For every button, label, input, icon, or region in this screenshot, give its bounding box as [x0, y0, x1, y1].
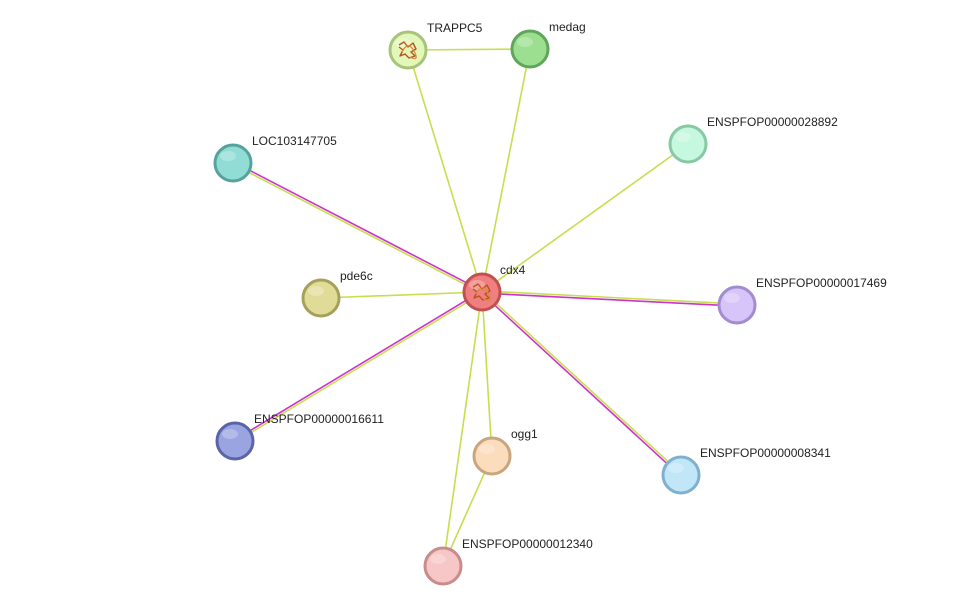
edge-cdx4-ENSPFOP00000017469-experiments[interactable] [481, 292, 737, 307]
node-highlight [479, 444, 495, 454]
node-label-cdx4: cdx4 [500, 263, 526, 277]
node-circle-ENSPFOP00000017469[interactable] [717, 285, 757, 325]
node-label-ENSPFOP00000017469: ENSPFOP00000017469 [756, 276, 887, 290]
node-ENSPFOP00000028892[interactable]: ENSPFOP00000028892 [668, 115, 838, 164]
edge-TRAPPC5-medag-textmining[interactable] [407, 48, 531, 51]
protein-structure-icon [398, 41, 417, 60]
protein-structure-icon [472, 283, 491, 302]
edge-cdx4-ENSPFOP00000016611-textmining[interactable] [235, 292, 483, 443]
node-circle-TRAPPC5[interactable] [388, 30, 428, 70]
node-label-pde6c: pde6c [340, 269, 373, 283]
edge-cdx4-ENSPFOP00000012340-textmining[interactable] [442, 291, 483, 567]
node-circle-ENSPFOP00000028892[interactable] [668, 124, 708, 164]
node-circle-ENSPFOP00000016611[interactable] [215, 421, 255, 461]
edge-cdx4-ENSPFOP00000028892-textmining[interactable] [481, 143, 689, 293]
node-highlight [220, 151, 236, 161]
node-pde6c[interactable]: pde6c [301, 269, 373, 318]
edges-layer [232, 48, 738, 567]
node-highlight [675, 132, 691, 142]
node-highlight [517, 37, 533, 47]
node-cdx4[interactable]: cdx4 [462, 263, 526, 312]
node-label-TRAPPC5: TRAPPC5 [427, 21, 483, 35]
node-TRAPPC5[interactable]: TRAPPC5 [388, 21, 483, 70]
edge-cdx4-ogg1-textmining[interactable] [481, 291, 493, 457]
node-circle-pde6c[interactable] [301, 278, 341, 318]
node-medag[interactable]: medag [510, 20, 586, 69]
node-ENSPFOP00000017469[interactable]: ENSPFOP00000017469 [717, 276, 887, 325]
node-ENSPFOP00000012340[interactable]: ENSPFOP00000012340 [423, 537, 593, 586]
edge-cdx4-LOC103147705-textmining[interactable] [232, 163, 482, 294]
node-highlight [430, 554, 446, 564]
node-label-ENSPFOP00000012340: ENSPFOP00000012340 [462, 537, 593, 551]
node-label-ENSPFOP00000016611: ENSPFOP00000016611 [254, 412, 384, 426]
node-highlight [308, 286, 324, 296]
node-circle-medag[interactable] [510, 29, 550, 69]
edge-cdx4-medag-textmining[interactable] [481, 48, 531, 293]
edge-cdx4-LOC103147705-experiments[interactable] [233, 161, 483, 292]
node-circle-ogg1[interactable] [472, 436, 512, 476]
node-highlight [222, 429, 238, 439]
node-label-LOC103147705: LOC103147705 [252, 134, 337, 148]
node-label-ENSPFOP00000028892: ENSPFOP00000028892 [707, 115, 838, 129]
node-ENSPFOP00000008341[interactable]: ENSPFOP00000008341 [661, 446, 831, 495]
node-highlight [724, 293, 740, 303]
edge-cdx4-TRAPPC5-textmining[interactable] [407, 49, 483, 293]
edge-cdx4-ENSPFOP00000016611-experiments[interactable] [234, 290, 482, 441]
node-circle-ENSPFOP00000012340[interactable] [423, 546, 463, 586]
edge-cdx4-ENSPFOP00000008341-experiments[interactable] [480, 292, 681, 477]
node-LOC103147705[interactable]: LOC103147705 [213, 134, 337, 183]
node-ENSPFOP00000016611[interactable]: ENSPFOP00000016611 [215, 412, 384, 461]
node-highlight [668, 463, 684, 473]
edge-ogg1-ENSPFOP00000012340-textmining[interactable] [442, 455, 493, 567]
edge-cdx4-ENSPFOP00000008341-textmining[interactable] [482, 290, 683, 475]
nodes-layer: cdx4 TRAPPC5 medagENSPFOP00000028892LOC103… [213, 20, 887, 586]
node-circle-LOC103147705[interactable] [213, 143, 253, 183]
node-ogg1[interactable]: ogg1 [472, 427, 538, 476]
node-circle-cdx4[interactable] [462, 272, 502, 312]
edge-cdx4-ENSPFOP00000017469-textmining[interactable] [482, 290, 738, 305]
node-circle-ENSPFOP00000008341[interactable] [661, 455, 701, 495]
node-label-ogg1: ogg1 [511, 427, 538, 441]
node-label-ENSPFOP00000008341: ENSPFOP00000008341 [700, 446, 831, 460]
edge-cdx4-pde6c-textmining[interactable] [320, 291, 483, 299]
node-label-medag: medag [549, 20, 586, 34]
